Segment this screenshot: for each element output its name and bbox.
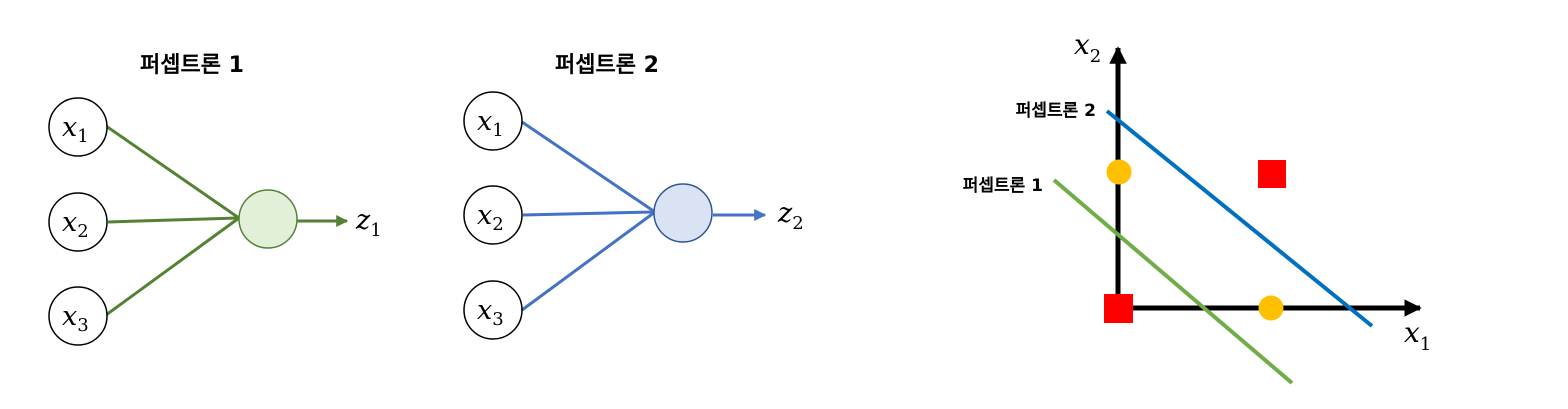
p1-edge-x3 [105,216,240,317]
p2-edge-x2 [522,210,655,217]
p1-edge-x2 [107,216,239,224]
p1-input-2-label: x2 [62,207,89,242]
perceptron-1-diagram: 퍼셉트론 1 x1 x2 x3 z1 [48,53,382,346]
perceptron-2-line-label: 퍼셉트론 2 [1016,101,1096,121]
decision-boundary-plot: x2 x1 퍼셉트론 1 퍼셉트론 2 [963,28,1431,385]
p1-output-label: z1 [355,205,382,241]
perceptron-2-title: 퍼셉트론 2 [555,53,659,78]
p1-output-node [238,189,298,249]
p1-input-node-3 [48,286,108,346]
perceptron-1-boundary-line [1052,178,1294,385]
p1-input-node-2 [48,192,108,252]
p2-input-node-1 [463,91,523,151]
p2-input-2-label: x2 [477,200,504,235]
square-point-origin [1104,294,1133,323]
p2-input-1-label: x1 [477,106,504,141]
p2-edge-x3 [521,210,656,312]
y-axis-label: x2 [1074,28,1101,67]
p1-input-node-1 [48,97,108,157]
square-point-11 [1258,160,1286,188]
perceptron-1-title: 퍼셉트론 1 [140,53,244,78]
p1-input-3-label: x3 [62,301,89,336]
p2-input-node-2 [463,185,523,245]
perceptron-2-diagram: 퍼셉트론 2 x1 x2 x3 z2 [463,53,804,340]
p1-edge-x1 [105,124,240,220]
p2-input-3-label: x3 [477,295,504,330]
p2-output-node [653,183,713,243]
p2-input-node-3 [463,280,523,340]
x-axis-label: x1 [1404,316,1431,355]
perceptron-1-line-label: 퍼셉트론 1 [963,176,1043,196]
perceptron-2-boundary-line [1105,109,1374,328]
circle-point-01 [1106,159,1132,185]
p2-output-label: z2 [777,198,804,234]
circle-point-10 [1258,295,1284,321]
p1-input-1-label: x1 [62,112,89,147]
p2-edge-x1 [521,120,656,214]
